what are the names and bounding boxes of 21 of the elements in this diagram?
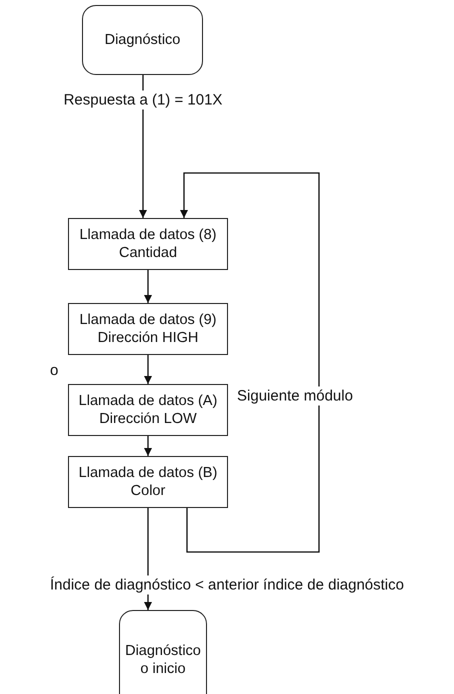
edge-label: Siguiente módulo [235, 386, 355, 406]
node-text: Diagnóstico o inicio [124, 642, 202, 678]
edge-label: Índice de diagnóstico < anterior índice de diagnóstico [48, 576, 406, 594]
arrow [180, 172, 320, 553]
process-box [68, 384, 228, 436]
process-box [68, 456, 228, 508]
edge-label: Respuesta a (1) = 101X [62, 90, 224, 110]
arrow [144, 436, 152, 456]
arrow [139, 75, 147, 218]
node-text: Llamada de datos (8) Cantidad [78, 226, 218, 262]
node-text: Llamada de datos (A) Dirección LOW [78, 392, 218, 428]
node-text: Llamada de datos (9) Dirección HIGH [78, 310, 218, 348]
process-box [68, 218, 228, 270]
stray-text: o [50, 362, 58, 379]
node-text: Diagnóstico [104, 30, 180, 50]
terminal-box [82, 5, 203, 75]
process-box [68, 303, 228, 355]
node-text: Llamada de datos (B) Color [78, 464, 218, 500]
arrow [144, 355, 152, 384]
arrow [144, 270, 152, 303]
terminal-box [119, 610, 207, 694]
